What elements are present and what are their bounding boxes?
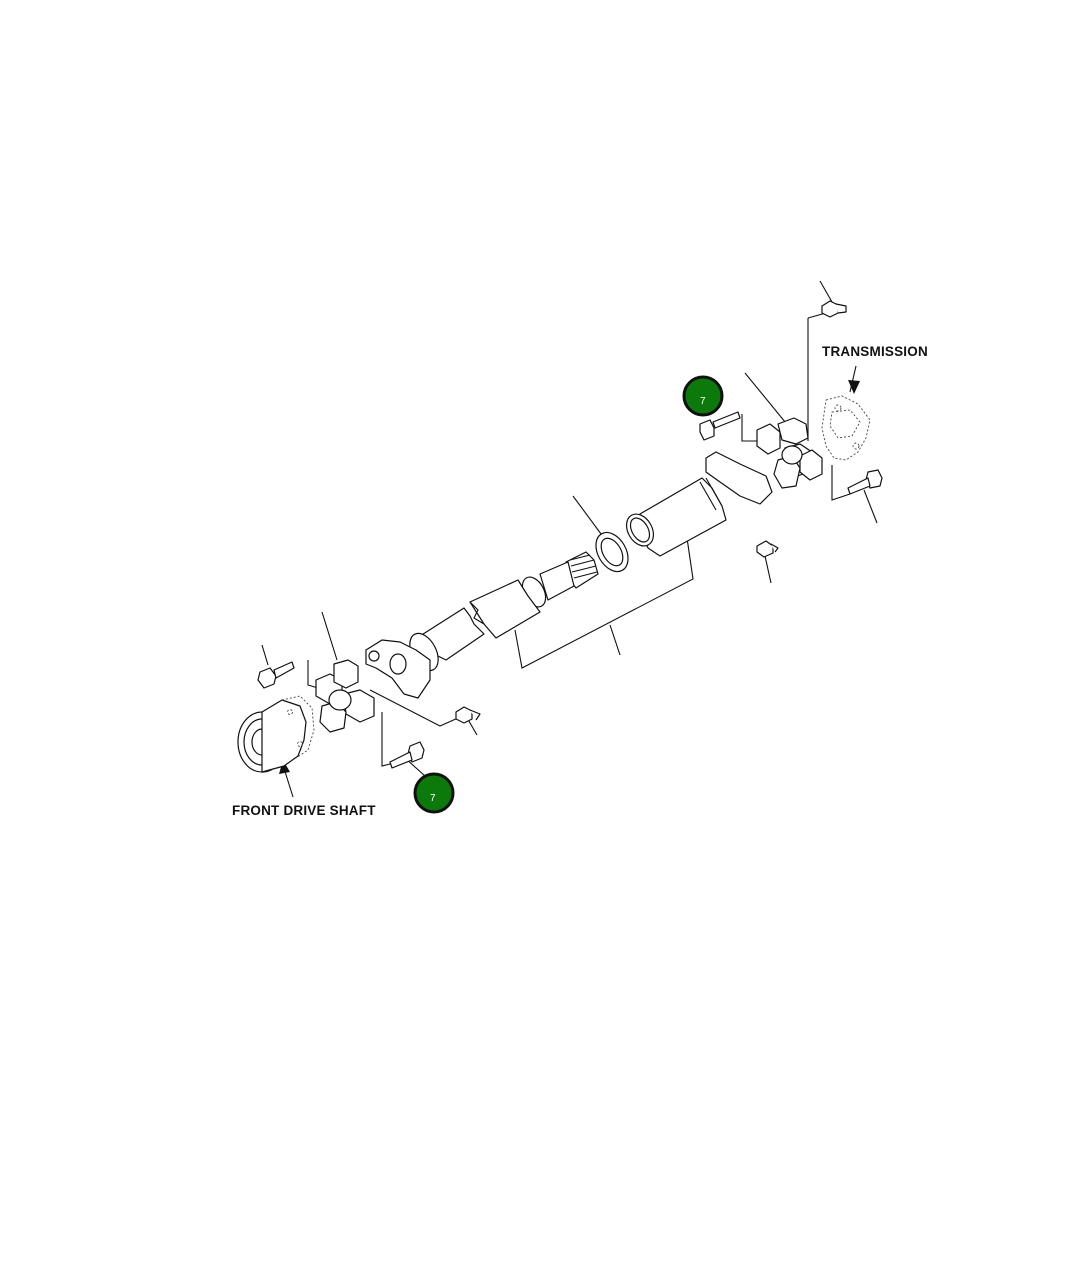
pointer-arrows	[279, 380, 860, 774]
callout-number-upper: 7	[700, 396, 706, 407]
callout-number-lower: 7	[430, 793, 436, 804]
front-shaft-arrowhead	[279, 760, 290, 774]
lower-grease-fitting	[455, 706, 481, 724]
upper-universal-joint	[756, 417, 823, 489]
upper-left-bolt	[699, 411, 741, 441]
transmission-arrowhead	[848, 380, 860, 394]
transmission-label: TRANSMISSION	[822, 344, 928, 359]
callout-badge-lower[interactable]: 7	[413, 772, 455, 814]
lower-bolt	[389, 741, 425, 769]
lower-universal-joint	[315, 659, 375, 733]
transmission-housing	[821, 395, 871, 461]
lower-end-yoke	[365, 639, 431, 699]
slip-yoke-tube	[625, 451, 773, 557]
right-bolt	[847, 469, 883, 495]
front-drive-shaft-label: FRONT DRIVE SHAFT	[232, 803, 376, 818]
main-drive-shaft	[409, 551, 599, 672]
lower-left-bolt	[257, 661, 295, 689]
upper-grease-fitting	[821, 300, 847, 318]
dust-cap-seal	[595, 531, 629, 573]
callout-badge-upper[interactable]: 7	[682, 375, 724, 417]
front-drive-shaft-flange	[237, 695, 315, 773]
middle-grease-fitting	[756, 540, 779, 558]
leader-lines	[261, 280, 878, 798]
